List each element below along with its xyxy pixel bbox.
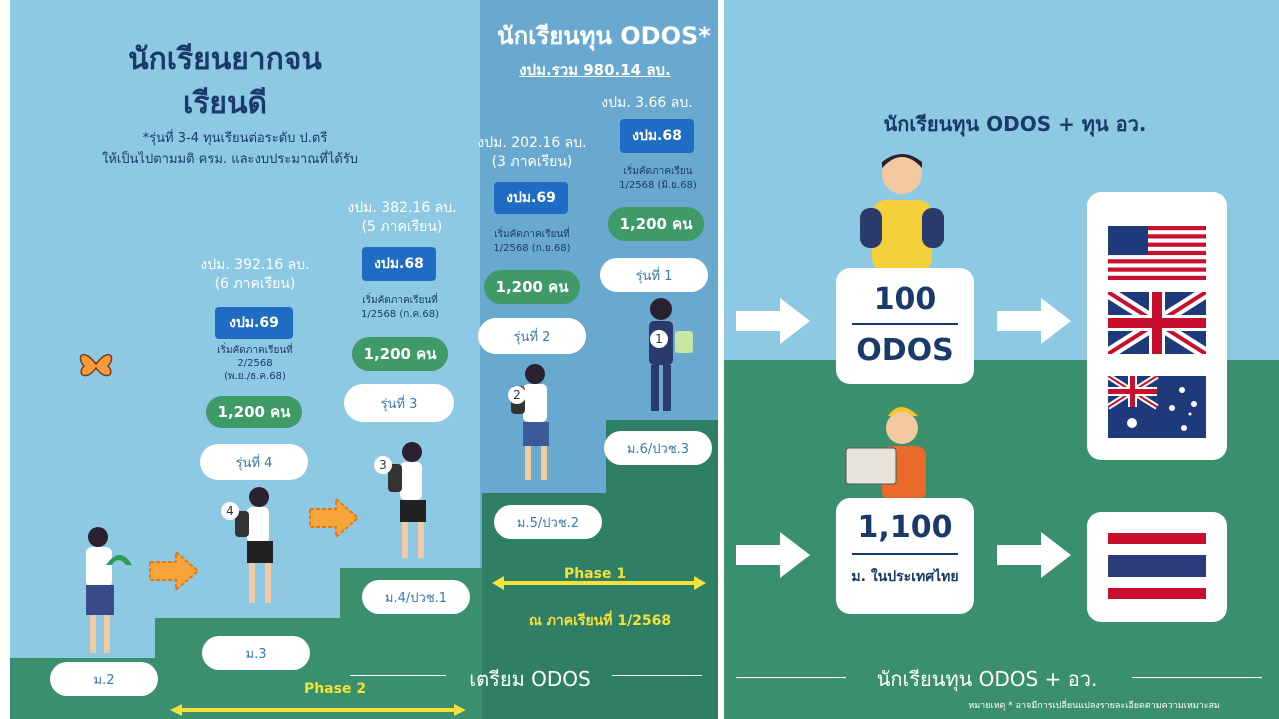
left-title-line2: เรียนดี [183,86,267,121]
cohort3-start-l2: 1/2568 (ก.ค.68) [361,309,439,320]
white-arrow-3 [736,532,810,578]
flag-uk-icon [1108,292,1206,354]
cohort2-budget: งปม. 202.16 ลบ. [477,135,587,151]
footer-right-line-left [736,677,846,678]
flag-thailand-icon [1108,533,1206,599]
left-note-line2: ให้เป็นไปตามมติ ครม. และงบประมาณที่ได้รั… [101,152,359,167]
phase2-arrow [170,704,466,716]
step-m6 [606,420,718,719]
cohort4-start-l3: (พ.ย./ธ.ค.68) [224,371,286,382]
right-divider [718,0,724,719]
figure-number-1: 1 [650,330,668,348]
cohort3-budget: งปม. 382.16 ลบ. [347,200,457,216]
cohort2-fy-badge: งปม.69 [494,182,568,214]
phase2-label: Phase 2 [303,681,367,697]
figure-number-3: 3 [374,456,392,474]
flag-usa-icon [1108,226,1206,280]
white-arrow-4 [997,532,1071,578]
center-total-budget: งปม.รวม 980.14 ลบ. [519,61,671,79]
footer-right-label: นักเรียนทุน ODOS + อว. [876,667,1098,691]
cohort3-terms: (5 ภาคเรียน) [361,219,443,235]
orange-arrow-2 [309,497,360,539]
footer-left-label: เตรียม ODOS [469,667,591,691]
footer-right-line-right [1132,677,1262,678]
mhesi-box-divider [852,553,958,555]
grade-m3: ม.3 [202,636,310,670]
scholar-mhesi-figure [845,407,926,501]
mhesi-box-number: 1,100 [857,510,953,545]
cohort2-count: 1,200 คน [484,270,580,304]
orange-arrow-1 [149,550,200,592]
cohort4-terms: (6 ภาคเรียน) [214,276,296,292]
cohort4-budget: งปม. 392.16 ลบ. [200,257,310,273]
odos-box-divider [852,323,958,325]
cohort1-count: 1,200 คน [608,207,704,241]
footer-left-line-right [612,675,702,676]
cohort4-start-l1: เริ่มคัดภาคเรียนที่ [217,345,293,356]
cohort2-start-l2: 1/2568 (ก.ย.68) [493,243,571,254]
odos-box [836,268,974,384]
cohort4-count: 1,200 คน [206,396,302,428]
student-m2-figure [86,527,132,653]
odos-box-sub: ODOS [856,333,954,368]
grade-m2: ม.2 [50,662,158,696]
student-2-figure [511,364,549,480]
cohort3-label: รุ่นที่ 3 [344,384,454,422]
student-1-figure [649,298,693,411]
cohort2-terms: (3 ภาคเรียน) [491,154,573,170]
student-3-figure [388,442,426,558]
footer-left-line-left [350,675,446,676]
flag-australia-icon [1108,376,1206,438]
cohort1-fy-badge: งปม.68 [620,119,694,153]
mhesi-box-sub: ม. ในประเทศไทย [851,569,959,585]
left-note-line1: *รุ่นที่ 3-4 ทุนเรียนต่อระดับ ป.ตรี [142,131,328,146]
cohort2-label: รุ่นที่ 2 [478,318,586,354]
right-title: นักเรียนทุน ODOS + ทุน อว. [883,112,1147,136]
grade-m5: ม.5/ปวช.2 [494,505,602,539]
cohort1-start-l2: 1/2568 (มิ.ย.68) [619,180,697,191]
cohort4-label: รุ่นที่ 4 [200,444,308,480]
white-arrow-2 [997,298,1071,344]
phase1-arrow [492,576,706,590]
cohort4-start-l2: 2/2568 [237,358,273,369]
grade-m6: ม.6/ปวช.3 [604,431,712,465]
student-4-figure [235,487,273,603]
phase1-sub: ณ ภาคเรียนที่ 1/2568 [528,613,672,629]
cohort3-fy-badge: งปม.68 [362,247,436,281]
white-arrow-1 [736,298,810,344]
cohort4-fy-badge: งปม.69 [215,307,293,339]
phase1-label: Phase 1 [563,566,627,582]
mhesi-box [836,498,974,614]
center-title: นักเรียนทุน ODOS* [497,22,711,50]
figure-number-2: 2 [508,386,526,404]
scholar-odos-figure [860,154,944,272]
left-title-line1: นักเรียนยากจน [128,42,322,77]
cohort3-count: 1,200 คน [352,337,448,371]
cohort1-label: รุ่นที่ 1 [600,258,708,292]
grade-m4: ม.4/ปวช.1 [362,580,470,614]
odos-box-number: 100 [873,282,937,317]
white-margin-left [0,0,10,719]
cohort2-start-l1: เริ่มคัดภาคเรียนที่ [494,229,570,240]
footnote: หมายเหตุ * อาจมีการเปลี่ยนแปลงรายละเอียด… [968,701,1220,711]
butterfly-icon [79,353,113,377]
cohort3-start-l1: เริ่มคัดภาคเรียนที่ [362,295,438,306]
cohort1-budget: งปม. 3.66 ลบ. [601,95,693,111]
cohort1-start-l1: เริ่มคัดภาคเรียน [623,166,693,177]
figure-number-4: 4 [221,502,239,520]
